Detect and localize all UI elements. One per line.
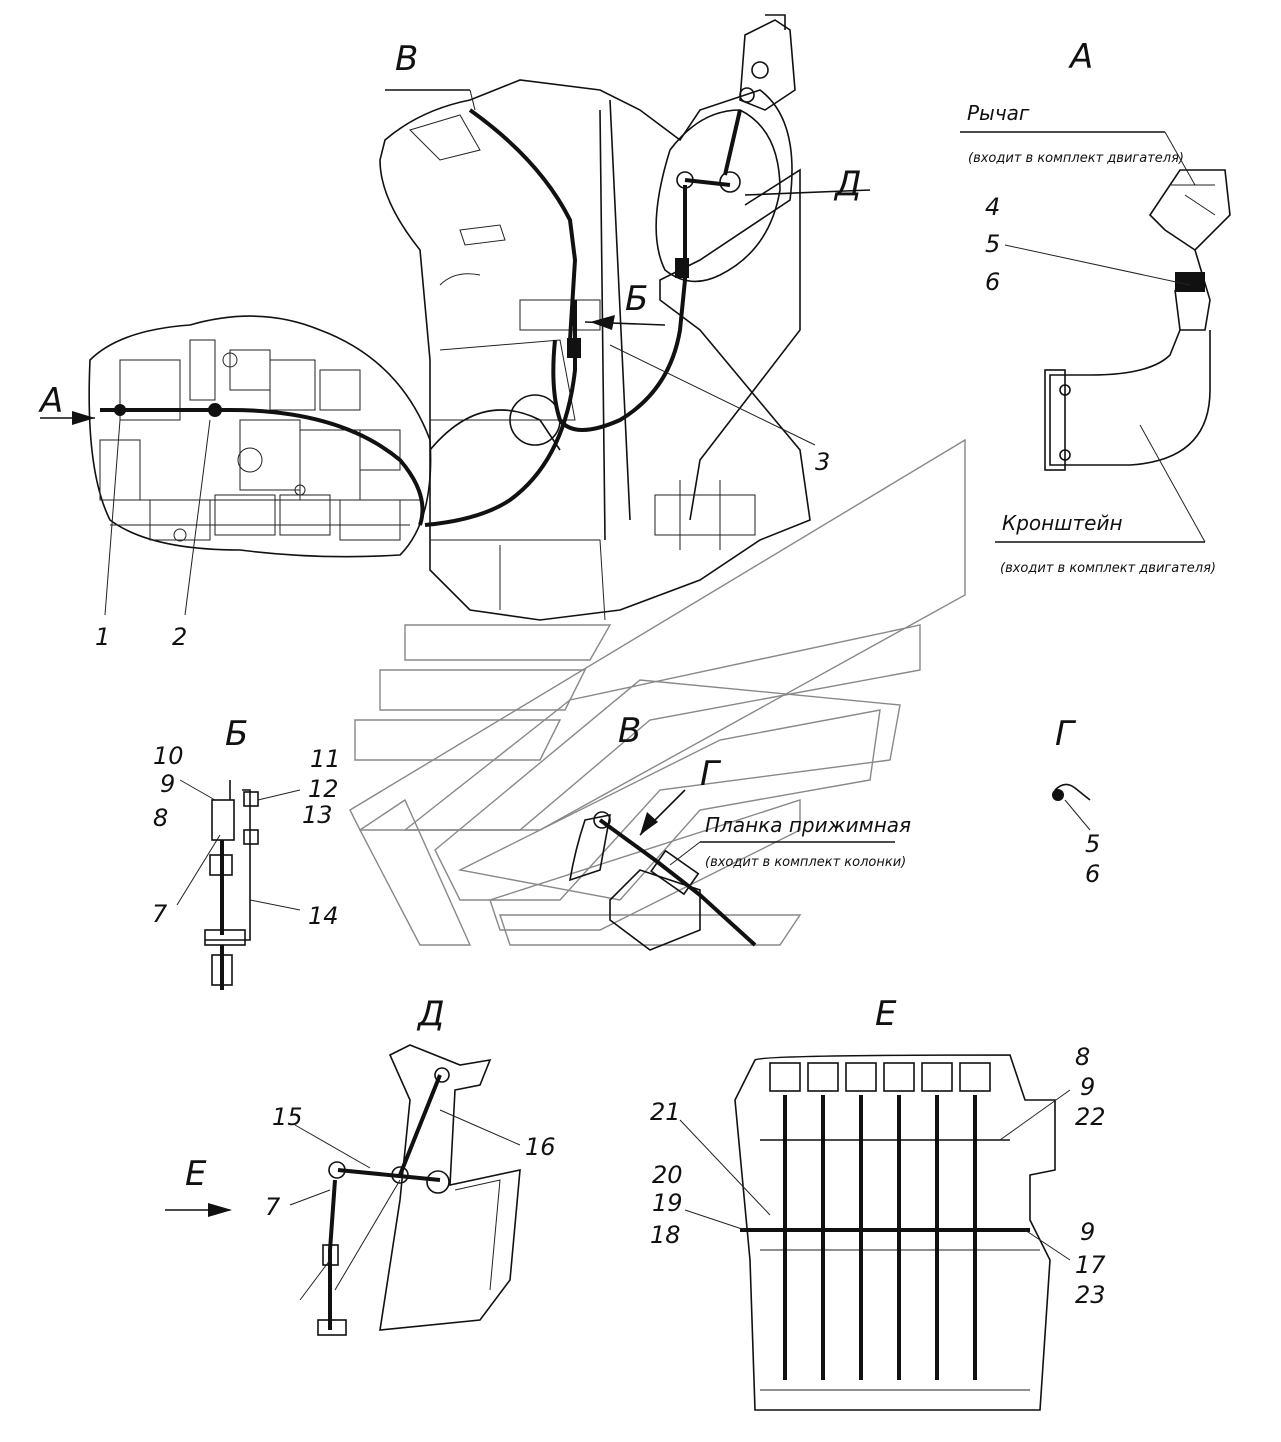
view-g-arrow-label: Г: [700, 754, 722, 794]
callout-b-14: 14: [308, 902, 339, 930]
engine-detail-area: [88, 315, 432, 558]
callout-e-22: 22: [1075, 1103, 1106, 1131]
view-g-title: Г: [1055, 714, 1077, 754]
bracket-note: (входит в комплект двигателя): [1000, 561, 1216, 576]
control-unit: [424, 14, 796, 527]
callout-e-9-top: 9: [1080, 1073, 1095, 1101]
view-d-title: Д: [416, 994, 445, 1034]
callout-3: 3: [815, 448, 830, 476]
view-e-title: Е: [875, 994, 897, 1034]
callout-e-19: 19: [652, 1189, 683, 1217]
callout-4: 4: [985, 193, 1000, 221]
view-e-arrow-label: Е: [185, 1154, 207, 1194]
callout-b-7: 7: [152, 900, 168, 928]
watermark-logo: [349, 438, 966, 946]
view-label-a: А: [1068, 37, 1093, 77]
view-label-d: Д: [833, 164, 862, 204]
view-b-detail: Б 10 9 8 7 11 12 13 14: [152, 714, 341, 990]
callout-e-21: 21: [650, 1098, 681, 1126]
callout-e-18: 18: [650, 1221, 681, 1249]
view-g-detail: Г 5 6: [1052, 714, 1100, 888]
callout-e-8: 8: [1075, 1043, 1090, 1071]
cab-outline: [379, 79, 811, 621]
plate-title: Планка прижимная: [705, 813, 911, 837]
plate-note: (входит в комплект колонки): [705, 855, 906, 870]
view-e-detail: Е 8 9 22 21 20 19 18 9: [650, 994, 1106, 1411]
view-v-title: В: [618, 711, 641, 751]
view-d-detail: Д 15 16 7 Е: [165, 994, 556, 1336]
callout-e-20: 20: [652, 1161, 683, 1189]
callout-e-17: 17: [1075, 1251, 1106, 1279]
callout-b-10: 10: [153, 742, 184, 770]
callout-1: 1: [95, 623, 110, 651]
view-label-b: Б: [625, 279, 648, 319]
callout-b-12: 12: [308, 775, 339, 803]
lever-title: Рычаг: [967, 101, 1030, 125]
callout-b-8: 8: [153, 804, 168, 832]
callout-b-13: 13: [302, 801, 333, 829]
view-label-v: В: [395, 39, 418, 79]
callout-b-9: 9: [160, 770, 175, 798]
callout-e-9-bottom: 9: [1080, 1218, 1095, 1246]
callout-g-6: 6: [1085, 860, 1100, 888]
callout-5: 5: [985, 230, 1000, 258]
callout-6: 6: [985, 268, 1000, 296]
bracket-title: Кронштейн: [1002, 511, 1123, 535]
callout-d-16: 16: [525, 1133, 556, 1161]
view-b-title: Б: [225, 714, 248, 754]
view-label-a-arrow: А: [38, 381, 63, 421]
lever-note: (входит в комплект двигателя): [968, 151, 1184, 166]
callout-2: 2: [172, 623, 187, 651]
view-a-detail: А Рычаг (входит в комплект двигателя) 4 …: [960, 37, 1231, 576]
view-v-detail: В Г Планка прижимная (входит в комплект …: [568, 711, 911, 951]
callout-e-23: 23: [1075, 1281, 1106, 1309]
callout-b-11: 11: [310, 745, 341, 773]
callout-d-7: 7: [265, 1193, 281, 1221]
callout-g-5: 5: [1085, 830, 1100, 858]
